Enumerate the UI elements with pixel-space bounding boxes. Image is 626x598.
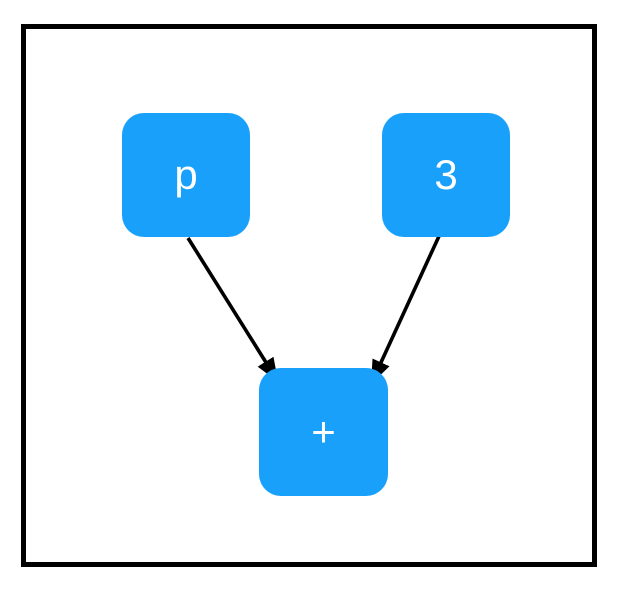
node-p-label: p <box>174 151 198 198</box>
node-plus[interactable]: + <box>259 368 388 496</box>
outer-border <box>21 24 597 567</box>
node-p[interactable]: p <box>122 113 250 237</box>
node-3-label: 3 <box>434 151 458 198</box>
node-plus-label: + <box>311 408 336 455</box>
node-3[interactable]: 3 <box>382 113 510 237</box>
